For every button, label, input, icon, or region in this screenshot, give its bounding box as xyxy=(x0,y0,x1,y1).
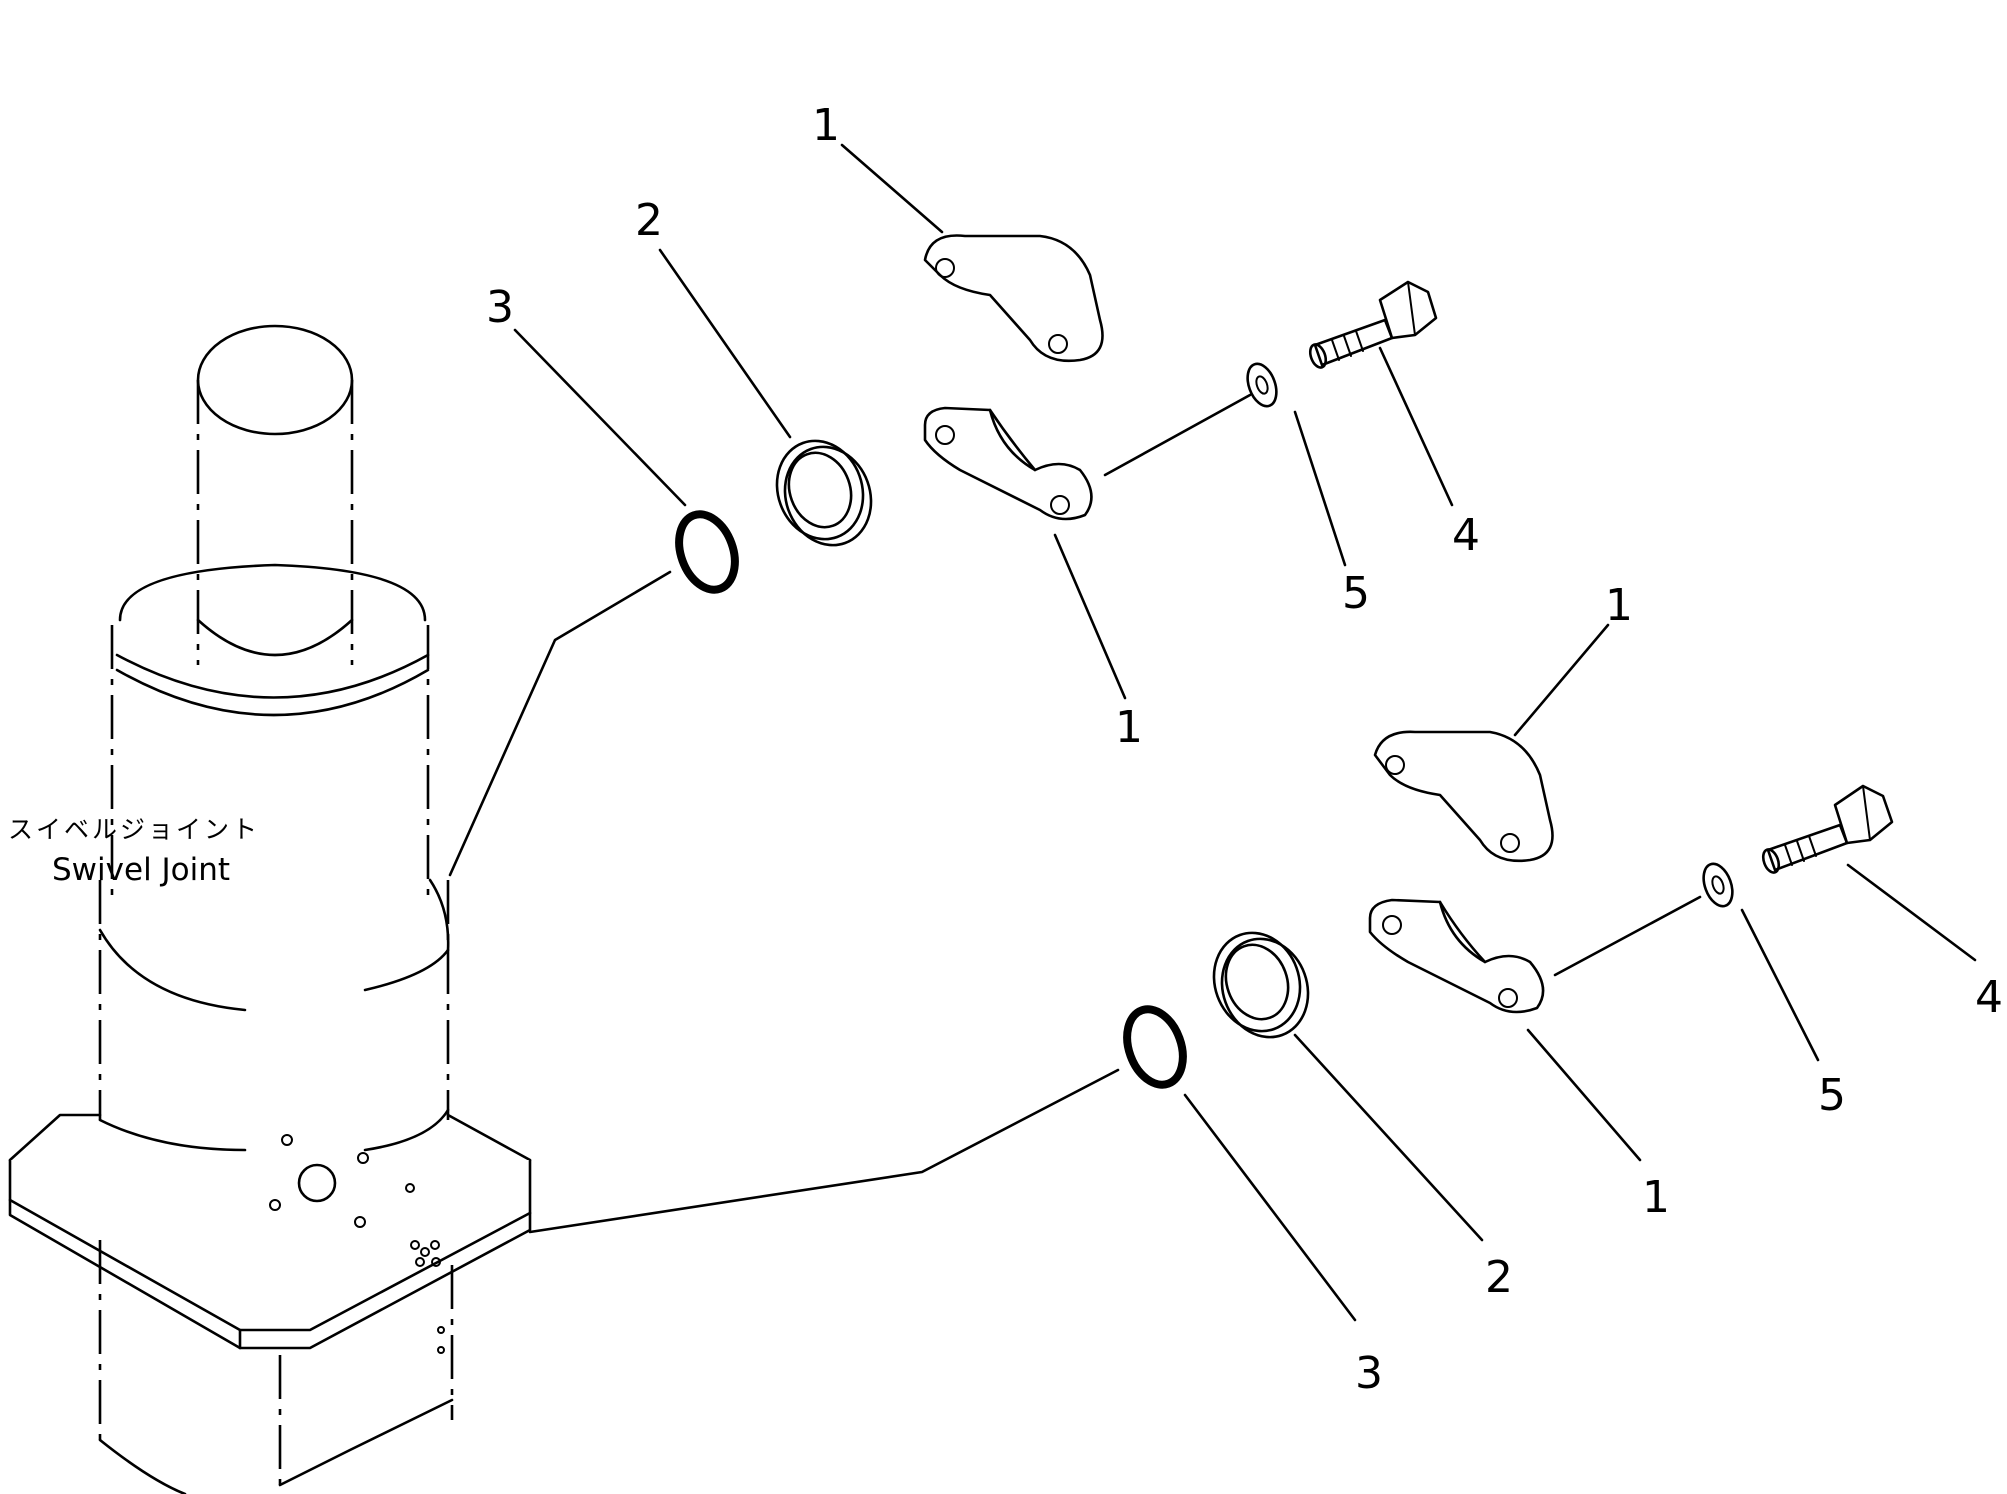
upper-seal-plate xyxy=(775,439,873,547)
callout-upper-3: 3 xyxy=(486,282,514,333)
swivel-joint-body xyxy=(8,324,532,1494)
lower-bolt xyxy=(1761,784,1894,874)
callout-lower-5: 5 xyxy=(1818,1070,1846,1121)
upper-washer xyxy=(1246,362,1278,408)
callout-upper-1-bottom: 1 xyxy=(1115,702,1143,753)
callout-lower-3: 3 xyxy=(1355,1348,1383,1399)
upper-half-flange-top xyxy=(923,234,1104,363)
callout-lower-1-bottom: 1 xyxy=(1642,1172,1670,1223)
lower-washer xyxy=(1702,862,1734,908)
lower-o-ring xyxy=(1123,1005,1187,1089)
callout-upper-2: 2 xyxy=(635,195,663,246)
callout-upper-5: 5 xyxy=(1342,568,1370,619)
caption-english: Swivel Joint xyxy=(52,852,230,888)
callout-lower-2: 2 xyxy=(1485,1252,1513,1303)
callout-upper-4: 4 xyxy=(1452,510,1480,561)
caption-japanese: スイベルジョイント xyxy=(8,815,260,844)
callout-upper-1-top: 1 xyxy=(812,100,840,151)
upper-half-flange-bottom xyxy=(923,406,1093,521)
callout-lower-4: 4 xyxy=(1975,972,2003,1023)
callout-lower-1-top: 1 xyxy=(1605,580,1633,631)
upper-assembly xyxy=(448,143,1454,877)
callout-numbers: 1 2 3 4 5 1 1 4 5 1 2 3 xyxy=(486,100,2003,1399)
upper-o-ring xyxy=(675,510,739,594)
upper-bolt xyxy=(1308,280,1438,369)
lower-half-flange-bottom xyxy=(1368,898,1545,1014)
lower-seal-plate xyxy=(1212,931,1310,1039)
lower-assembly xyxy=(528,623,1977,1322)
swivel-joint-caption: スイベルジョイント Swivel Joint xyxy=(8,815,260,888)
lower-half-flange-top xyxy=(1373,730,1554,863)
